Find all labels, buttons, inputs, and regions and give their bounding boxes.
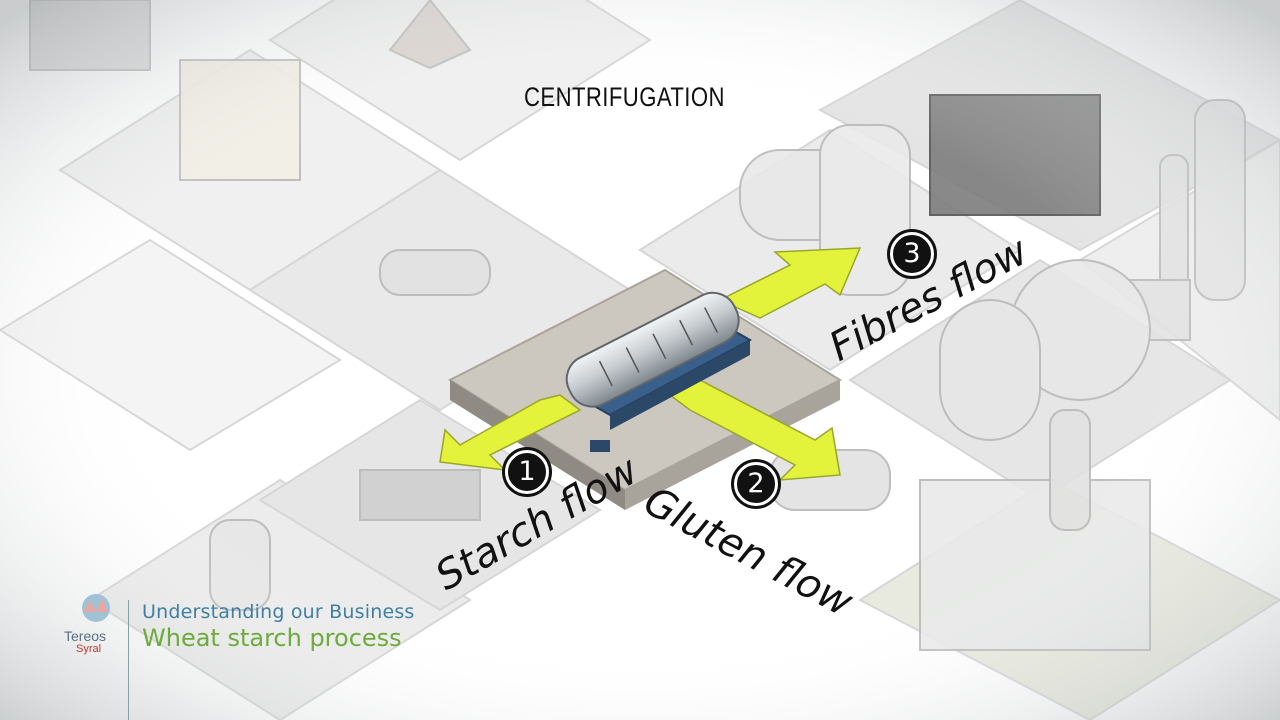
caption-topic: Wheat starch process [142, 624, 402, 652]
brand-name: Tereos [64, 628, 107, 644]
caption-series: Understanding our Business [142, 601, 415, 623]
process-title: CENTRIFUGATION [524, 82, 725, 112]
tereos-logo-mark [82, 594, 110, 622]
caption-divider [128, 600, 129, 720]
brand-sub: Syral [76, 643, 102, 655]
fibres-number-badge: 3 [890, 232, 934, 276]
gluten-number-badge: 2 [734, 462, 778, 506]
starch-number-badge: 1 [505, 450, 549, 494]
logo-leaves [84, 598, 108, 612]
